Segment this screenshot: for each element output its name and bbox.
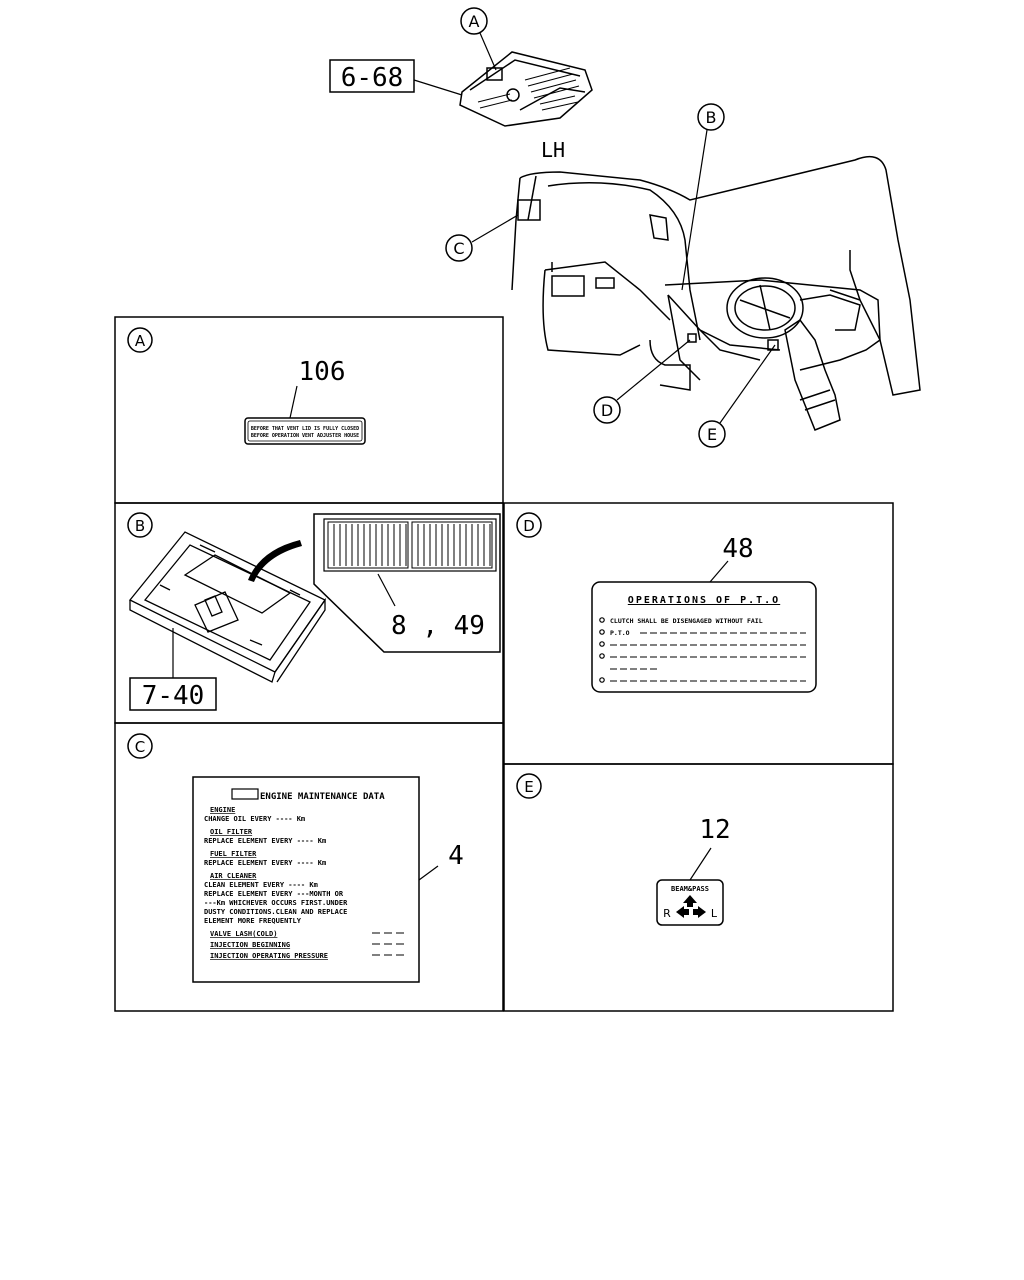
ref-box-6-68-text: 6-68 — [341, 63, 404, 93]
callout-d-letter: D — [601, 401, 613, 420]
panel-b-letter: B — [135, 517, 145, 535]
pto-label-title: OPERATIONS OF P.T.O — [628, 595, 780, 606]
panel-d — [516, 512, 817, 693]
engine-line: OIL FILTER — [210, 828, 253, 836]
callout-e-letter: E — [707, 425, 717, 444]
arrows-icon — [676, 895, 706, 918]
beam-pass-l: L — [711, 907, 718, 920]
engine-line: CLEAN ELEMENT EVERY ---- Km — [204, 881, 318, 889]
engine-line: ---Km WHICHEVER OCCURS FIRST.UNDER — [204, 899, 348, 907]
lh-label: LH — [541, 138, 565, 162]
callout-d-top — [593, 339, 691, 424]
cab-interior-illustration — [511, 155, 921, 431]
vent-label-line2: BEFORE OPERATION VENT ADJUSTER HOUSE — [251, 433, 359, 439]
callout-c-letter: C — [453, 239, 464, 258]
callout-b-letter: B — [706, 108, 717, 127]
ref-box-6-68[interactable] — [329, 59, 463, 96]
pto-label-line2: P.T.O — [610, 629, 630, 637]
engine-label-lines: ENGINE CHANGE OIL EVERY ---- Km OIL FILT… — [204, 806, 348, 960]
panel-a-letter: A — [135, 332, 146, 350]
engine-line: REPLACE ELEMENT EVERY ---- Km — [204, 837, 326, 845]
callout-b-top — [681, 103, 725, 291]
panel-e — [516, 773, 724, 926]
engine-line: CHANGE OIL EVERY ---- Km — [204, 815, 305, 823]
engine-line: ENGINE — [210, 806, 235, 814]
panel-b — [127, 512, 501, 711]
ref-box-7-40-text: 7-40 — [142, 681, 205, 711]
part-no-4: 4 — [448, 841, 464, 871]
engine-line: DUSTY CONDITIONS.CLEAN AND REPLACE — [204, 908, 347, 916]
panel-a — [127, 327, 366, 445]
part-no-48: 48 — [722, 534, 753, 564]
panel-d-letter: D — [523, 517, 535, 535]
pto-label-line1: CLUTCH SHALL BE DISENGAGED WITHOUT FAIL — [610, 617, 763, 625]
engine-line: REPLACE ELEMENT EVERY ---MONTH OR — [204, 890, 344, 898]
beam-pass-title: BEAM&PASS — [671, 885, 709, 893]
overhead-console-illustration — [459, 51, 593, 127]
callout-e-top — [698, 344, 776, 448]
engine-maintenance-label — [192, 776, 420, 983]
ref-box-7-40[interactable] — [129, 677, 217, 711]
pto-label — [591, 581, 817, 693]
part-no-8-49: 8 , 49 — [391, 611, 485, 641]
engine-label-title: ENGINE MAINTENANCE DATA — [260, 792, 385, 802]
part-no-12: 12 — [699, 815, 730, 845]
callout-a-letter: A — [469, 12, 480, 31]
panel-c — [127, 733, 439, 983]
engine-line: INJECTION OPERATING PRESSURE — [210, 952, 328, 960]
glove-box-illustration — [128, 531, 326, 683]
beam-pass-r: R — [663, 907, 671, 920]
engine-line: REPLACE ELEMENT EVERY ---- Km — [204, 859, 326, 867]
panel-grid — [114, 316, 894, 1012]
vent-label-line1: BEFORE THAT VENT LID IS FULLY CLOSED — [251, 426, 359, 432]
engine-line: FUEL FILTER — [210, 850, 257, 858]
engine-line: INJECTION BEGINNING — [210, 941, 290, 949]
vent-detail-inset — [313, 513, 501, 653]
part-no-106: 106 — [299, 357, 346, 387]
engine-line: ELEMENT MORE FREQUENTLY — [204, 917, 302, 925]
callout-a-top — [460, 7, 497, 71]
engine-line: AIR CLEANER — [210, 872, 257, 880]
pointer-swoosh — [248, 540, 302, 582]
panel-c-letter: C — [135, 738, 145, 756]
panel-e-letter: E — [524, 778, 533, 796]
engine-line: VALVE LASH(COLD) — [210, 930, 277, 938]
callout-c-top — [445, 214, 519, 262]
